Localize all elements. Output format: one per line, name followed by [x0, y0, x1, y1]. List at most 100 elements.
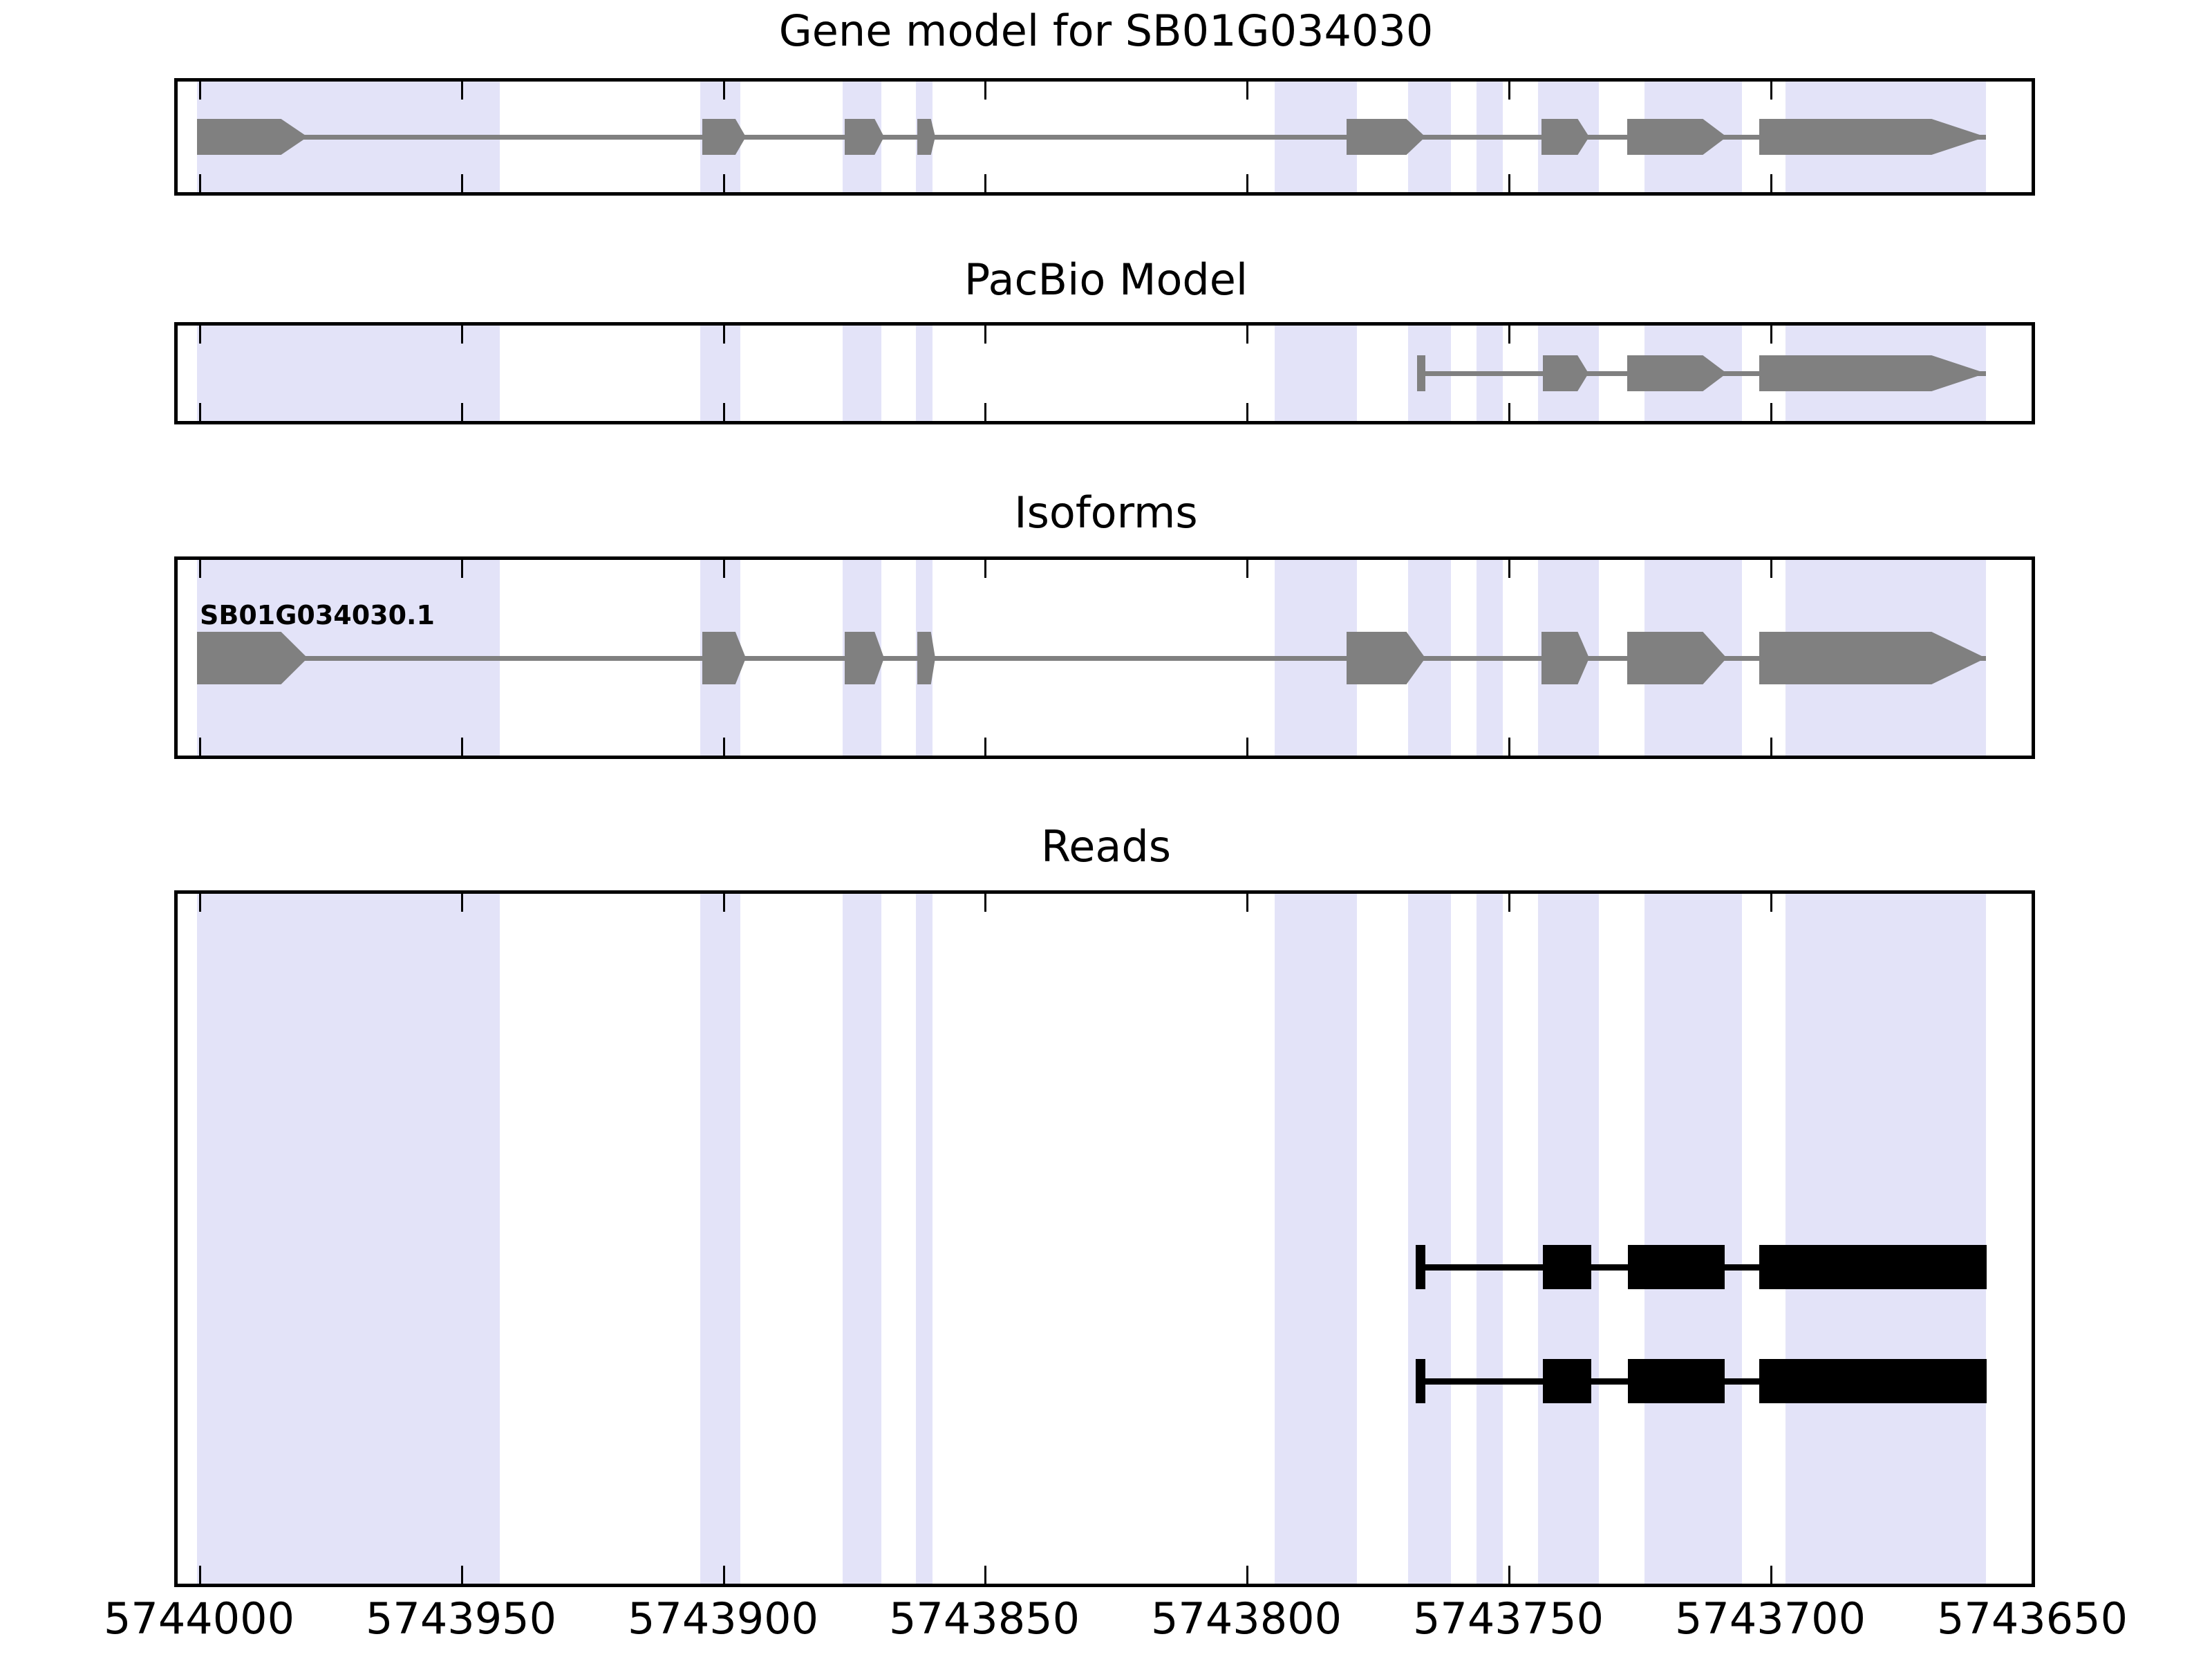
x-tick-mark	[1508, 174, 1510, 192]
x-tick-label: 5743750	[1412, 1593, 1604, 1644]
x-tick-mark	[199, 894, 201, 912]
read-1-block	[1759, 1245, 1987, 1289]
x-tick-mark	[1770, 326, 1772, 344]
x-tick-mark	[723, 1566, 725, 1584]
x-tick-mark	[984, 894, 986, 912]
x-tick-mark	[199, 738, 201, 756]
x-tick-mark	[1770, 894, 1772, 912]
x-tick-mark	[984, 560, 986, 578]
isoforms-plot-area: SB01G034030.1	[178, 560, 2032, 756]
highlight-band	[700, 894, 740, 1584]
highlight-band	[843, 326, 881, 421]
x-tick-mark	[1246, 403, 1248, 421]
highlight-band	[843, 894, 881, 1584]
x-tick-mark	[1508, 894, 1510, 912]
x-tick-mark	[1508, 326, 1510, 344]
x-tick-mark	[1770, 82, 1772, 100]
pacbio-model-exon	[1417, 355, 1425, 391]
x-tick-mark	[1246, 894, 1248, 912]
x-tick-label: 5744000	[103, 1593, 295, 1644]
x-tick-mark	[984, 403, 986, 421]
x-tick-mark	[984, 1566, 986, 1584]
highlight-band	[1538, 894, 1599, 1584]
highlight-band	[1275, 326, 1357, 421]
highlight-band	[197, 326, 500, 421]
highlight-band	[916, 894, 932, 1584]
gene-model-plot-area	[178, 82, 2032, 192]
pacbio-model-exon	[1627, 355, 1727, 391]
gene-model-exon	[845, 119, 884, 155]
x-tick-mark	[1770, 1566, 1772, 1584]
x-tick-mark	[461, 894, 463, 912]
gene-model-exon	[917, 119, 935, 155]
x-tick-mark	[984, 82, 986, 100]
gene-model-exon	[1759, 119, 1986, 155]
x-tick-mark	[1246, 738, 1248, 756]
x-tick-mark	[984, 738, 986, 756]
x-tick-mark	[199, 82, 201, 100]
x-tick-mark	[1508, 738, 1510, 756]
x-tick-mark	[199, 326, 201, 344]
gene-model-exon	[1627, 119, 1727, 155]
x-tick-mark	[1246, 174, 1248, 192]
panel-title-pacbio: PacBio Model	[964, 254, 1248, 305]
x-tick-mark	[1508, 82, 1510, 100]
read-2-block	[1759, 1359, 1987, 1403]
x-tick-label: 5743950	[365, 1593, 557, 1644]
x-tick-mark	[199, 560, 201, 578]
x-tick-label: 5743700	[1674, 1593, 1866, 1644]
x-tick-label: 5743850	[888, 1593, 1080, 1644]
x-tick-mark	[461, 326, 463, 344]
isoform-intron-line	[197, 656, 1986, 661]
highlight-band	[1408, 894, 1451, 1584]
isoform-exon	[1347, 632, 1425, 684]
x-tick-mark	[1508, 560, 1510, 578]
read-2-block	[1416, 1359, 1425, 1403]
x-tick-mark	[984, 174, 986, 192]
pacbio-model-plot-area	[178, 326, 2032, 421]
isoform-exon	[1759, 632, 1986, 684]
x-tick-mark	[1770, 403, 1772, 421]
x-tick-mark	[461, 174, 463, 192]
x-tick-mark	[1246, 82, 1248, 100]
x-tick-label: 5743900	[627, 1593, 819, 1644]
x-tick-mark	[1246, 326, 1248, 344]
x-tick-mark	[461, 560, 463, 578]
x-tick-mark	[461, 738, 463, 756]
panel-title-reads: Reads	[1040, 821, 1172, 872]
pacbio-model-exon	[1543, 355, 1588, 391]
reads-plot-area	[178, 894, 2032, 1584]
x-tick-mark	[1246, 1566, 1248, 1584]
gene-model-exon	[197, 119, 308, 155]
highlight-band	[1275, 894, 1357, 1584]
isoform-exon	[702, 632, 746, 684]
isoform-exon	[845, 632, 884, 684]
read-2-block	[1628, 1359, 1725, 1403]
x-tick-mark	[1508, 1566, 1510, 1584]
highlight-band	[700, 326, 740, 421]
gene-model-exon	[1347, 119, 1425, 155]
panel-reads	[174, 890, 2035, 1587]
pacbio-model-exon	[1759, 355, 1986, 391]
isoform-exon	[917, 632, 935, 684]
x-tick-mark	[461, 1566, 463, 1584]
x-tick-label: 5743800	[1150, 1593, 1342, 1644]
x-tick-mark	[1246, 560, 1248, 578]
x-tick-mark	[1770, 560, 1772, 578]
x-tick-mark	[723, 403, 725, 421]
highlight-band	[1477, 894, 1503, 1584]
x-tick-mark	[1770, 174, 1772, 192]
x-tick-mark	[1508, 403, 1510, 421]
x-tick-mark	[723, 738, 725, 756]
read-1-block	[1628, 1245, 1725, 1289]
x-tick-mark	[723, 560, 725, 578]
x-tick-mark	[461, 82, 463, 100]
gene-model-exon	[1541, 119, 1589, 155]
isoform-exon	[1541, 632, 1589, 684]
x-tick-mark	[199, 174, 201, 192]
x-tick-mark	[723, 894, 725, 912]
isoform-exon	[1627, 632, 1727, 684]
panel-isoforms: SB01G034030.1	[174, 556, 2035, 759]
x-tick-mark	[723, 326, 725, 344]
